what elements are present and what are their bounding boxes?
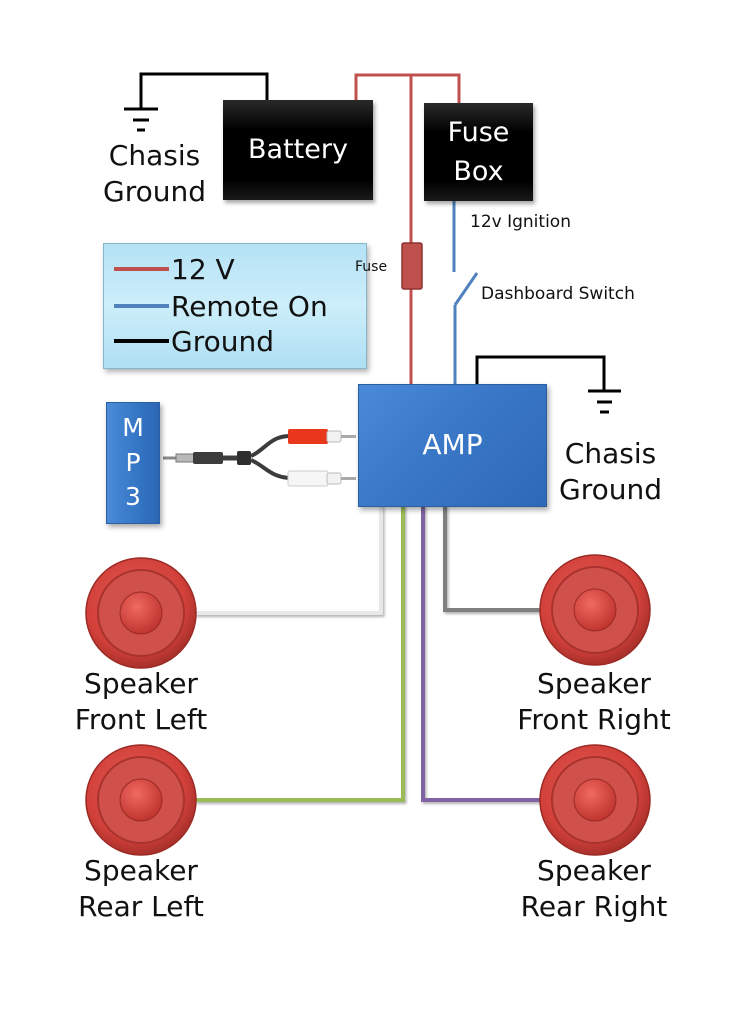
legend-label: 12 V	[171, 252, 235, 286]
legend-item-remote-on: Remote On	[104, 289, 328, 323]
speaker-front-right-label: Speaker Front Right	[517, 667, 671, 736]
wire-rear-left	[195, 505, 405, 802]
rca-y-cable-icon	[163, 429, 356, 487]
legend-item-12v: 12 V	[104, 252, 235, 286]
legend-swatch-remote-on	[114, 304, 169, 308]
wire-amp-ground	[475, 355, 606, 391]
speaker-rear-right-label: Speaker Rear Right	[520, 854, 668, 923]
legend-swatch-ground	[114, 339, 169, 343]
chassis-ground-right-label: Chasis Ground	[559, 437, 662, 506]
chassis-ground-top-label: Chasis Ground	[103, 139, 206, 208]
ignition-label: 12v Ignition	[470, 212, 571, 232]
dashboard-switch-label: Dashboard Switch	[481, 284, 635, 304]
speaker-front-right-icon	[539, 554, 651, 666]
amp-box: AMP	[358, 384, 547, 507]
dashboard-switch-icon	[453, 272, 479, 306]
wire-front-left	[195, 505, 383, 615]
speaker-front-left-icon	[85, 557, 197, 669]
legend-swatch-12v	[114, 267, 169, 271]
legend-label: Remote On	[171, 289, 328, 323]
wire-12v-battery-to-fusebox	[354, 73, 461, 104]
battery-box: Battery	[223, 100, 373, 200]
speaker-front-left-label: Speaker Front Left	[74, 667, 208, 736]
speaker-rear-left-icon	[85, 744, 197, 856]
legend-label: Ground	[171, 324, 274, 358]
fuse-icon	[401, 242, 423, 290]
legend-item-ground: Ground	[104, 324, 274, 358]
ground-symbol-right-icon	[588, 389, 621, 414]
mp3-player-box: M P 3	[106, 402, 160, 524]
wire-battery-ground	[139, 72, 269, 108]
fuse-box: Fuse Box	[424, 103, 533, 201]
wire-front-right	[443, 505, 545, 612]
fuse-label: Fuse	[355, 259, 388, 275]
speaker-rear-left-label: Speaker Rear Left	[78, 854, 204, 923]
legend: 12 V Remote On Ground	[103, 243, 367, 369]
ground-symbol-top-icon	[124, 107, 158, 132]
speaker-rear-right-icon	[539, 744, 651, 856]
wire-rear-right	[421, 505, 545, 802]
